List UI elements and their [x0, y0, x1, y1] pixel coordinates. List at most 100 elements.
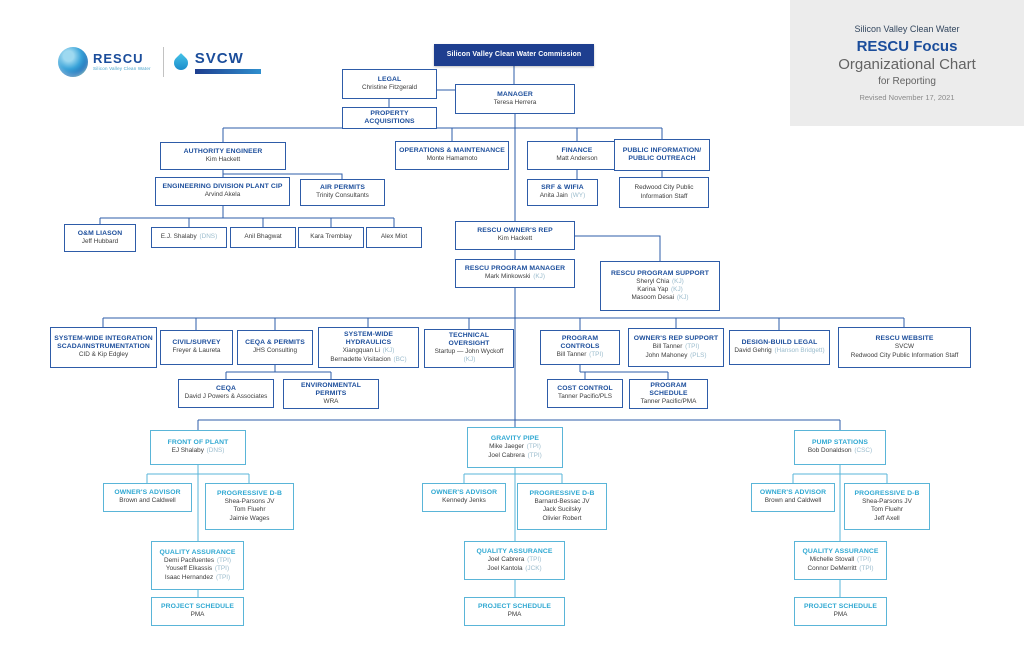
- box-title: QUALITY ASSURANCE: [802, 548, 879, 556]
- box-title: RESCU PROGRAM MANAGER: [464, 265, 566, 273]
- logo-divider: [162, 47, 164, 77]
- box-line: Sheryl Chia (KJ): [636, 277, 684, 285]
- om-liason-box: O&M LIASON Jeff Hubbard: [64, 224, 136, 252]
- box-title: QUALITY ASSURANCE: [159, 549, 236, 556]
- box-title: RESCU OWNER'S REP: [477, 227, 553, 235]
- box-line: Redwood City Public Information Staff: [634, 184, 694, 200]
- box-line: Trinity Consultants: [316, 192, 369, 200]
- info-chart-purpose: for Reporting: [878, 75, 936, 87]
- ceqa-permits-box: CEQA & PERMITS JHS Consulting: [237, 330, 313, 365]
- authority-engineer-box: AUTHORITY ENGINEER Kim Hackett: [160, 142, 286, 170]
- box-title: PROJECT SCHEDULE: [161, 603, 234, 611]
- rescu-program-support-box: RESCU PROGRAM SUPPORT Sheryl Chia (KJ)Ka…: [600, 261, 720, 311]
- box-line: Masoom Desai (KJ): [631, 294, 689, 302]
- box-lines: Trinity Consultants: [316, 192, 369, 200]
- box-line: Isaac Hernandez (TPI): [164, 573, 231, 581]
- box-title: ENVIRONMENTAL PERMITS: [300, 382, 362, 398]
- box-lines: Kara Tremblay: [310, 233, 352, 241]
- box-line: Redwood City Public Information Staff: [850, 351, 959, 359]
- box-line: PMA: [190, 611, 205, 619]
- box-title: PUBLIC INFORMATION/ PUBLIC OUTREACH: [622, 146, 702, 162]
- gp-project-schedule-box: PROJECT SCHEDULE PMA: [464, 597, 565, 626]
- ceqa-box: CEQA David J Powers & Associates: [178, 379, 274, 408]
- box-line: Bernadette Visitacion (BC): [330, 355, 407, 363]
- box-title: PROPERTY ACQUISITIONS: [364, 110, 415, 126]
- box-line: Bill Tanner (TPI): [652, 343, 700, 351]
- cost-control-box: COST CONTROL Tanner Pacific/PLS: [547, 379, 623, 408]
- legal-box: LEGAL Christine Fitzgerald: [342, 69, 437, 99]
- box-title: OWNER'S ADVISOR: [759, 489, 827, 497]
- box-lines: Matt Anderson: [556, 155, 597, 163]
- box-line: Brown and Caldwell: [764, 497, 822, 505]
- box-line: SVCW: [894, 343, 915, 351]
- svcw-logo-bar: [194, 68, 261, 74]
- box-title: MANAGER: [497, 90, 533, 98]
- box-line: Shea-Parsons JV: [224, 498, 275, 506]
- design-build-legal-box: DESIGN-BUILD LEGAL David Gehrig (Hanson …: [729, 330, 830, 365]
- box-line: Jeff Axell: [874, 514, 900, 522]
- box-lines: Monte Hamamoto: [427, 155, 478, 163]
- top-section-connectors: [99, 66, 663, 261]
- box-lines: Tanner Pacific/PLS: [558, 393, 612, 401]
- box-line: Connor DeMerritt (TPI): [807, 564, 874, 572]
- box-lines: PMA: [508, 611, 522, 619]
- box-title: PROGRESSIVE D-B: [854, 490, 920, 497]
- box-lines: Demi Pacifuentes (TPI)Youseff Elkassis (…: [164, 557, 231, 582]
- box-title: SRF & WIFIA: [541, 184, 584, 192]
- box-lines: Arvind Akela: [205, 191, 241, 199]
- box-title: LEGAL: [377, 75, 402, 83]
- box-lines: Brown and Caldwell: [765, 497, 821, 505]
- box-lines: Freyer & Laureta: [173, 347, 221, 355]
- box-lines: Jeff Hubbard: [82, 238, 118, 246]
- box-title: ENGINEERING DIVISION PLANT CIP: [162, 183, 283, 191]
- box-title: CEQA: [215, 385, 237, 393]
- box-title: AUTHORITY ENGINEER: [183, 147, 263, 155]
- box-lines: Redwood City Public Information Staff: [623, 184, 705, 201]
- box-title: QUALITY ASSURANCE: [476, 548, 553, 556]
- fop-owners-advisor-box: OWNER'S ADVISOR Brown and Caldwell: [103, 483, 192, 512]
- box-title: FRONT OF PLANT: [167, 439, 229, 447]
- box-line: David Gehrig (Hanson Bridgett): [734, 347, 825, 355]
- kara-tremblay-box: Kara Tremblay: [298, 227, 364, 248]
- environmental-permits-box: ENVIRONMENTAL PERMITS WRA: [283, 379, 379, 410]
- box-line: Jack Sucilsky: [542, 506, 582, 514]
- box-line: E.J. Shalaby (DNS): [160, 233, 218, 241]
- box-lines: David J Powers & Associates: [185, 393, 268, 401]
- box-lines: WRA: [324, 398, 339, 406]
- box-title: PROGRAM SCHEDULE: [649, 382, 688, 398]
- box-title: PROGRESSIVE D-B: [217, 490, 282, 497]
- rescu-globe-icon: [58, 47, 88, 77]
- box-lines: Bob Donaldson (CSC): [808, 447, 872, 455]
- box-lines: E.J. Shalaby (DNS): [161, 233, 217, 241]
- box-line: PMA: [833, 611, 848, 619]
- box-title: PROJECT SCHEDULE: [478, 603, 551, 611]
- ps-quality-assurance-box: QUALITY ASSURANCE Michelle Stovall (TPI)…: [794, 541, 887, 580]
- box-line: Shea-Parsons JV: [862, 498, 912, 506]
- civil-survey-box: CIVIL/SURVEY Freyer & Laureta: [160, 330, 233, 365]
- box-title: OWNER'S ADVISOR: [114, 489, 181, 497]
- rescu-logo-subtext: Silicon Valley Clean Water: [93, 66, 151, 72]
- ej-shalaby-box: E.J. Shalaby (DNS): [151, 227, 227, 248]
- commission-box: Silicon Valley Clean Water Commission: [434, 44, 594, 66]
- box-lines: Xiangquan Li (KJ)Bernadette Visitacion (…: [330, 347, 406, 364]
- fop-project-schedule-box: PROJECT SCHEDULE PMA: [151, 597, 244, 626]
- box-lines: Anita Jain (WY): [540, 192, 585, 200]
- box-line: Christine Fitzgerald: [361, 83, 418, 91]
- box-title: OPERATIONS & MAINTENANCE: [399, 147, 505, 155]
- box-title: SYSTEM-WIDE INTEGRATION SCADA/INSTRUMENT…: [54, 335, 153, 351]
- box-title: DESIGN-BUILD LEGAL: [741, 339, 818, 347]
- box-line: CID & Kip Edgley: [78, 351, 129, 359]
- box-line: Kara Tremblay: [310, 233, 352, 241]
- srf-wifia-box: SRF & WIFIA Anita Jain (WY): [527, 179, 598, 206]
- box-line: JHS Consulting: [252, 347, 298, 355]
- box-lines: Mark Minkowski (KJ): [485, 273, 545, 281]
- gp-quality-assurance-box: QUALITY ASSURANCE Joel Cabrera (TPI)Joel…: [464, 541, 565, 580]
- box-title: O&M LIASON: [77, 229, 123, 237]
- technical-oversight-box: TECHNICAL OVERSIGHT Startup — John Wycko…: [424, 329, 514, 368]
- public-information-box: PUBLIC INFORMATION/ PUBLIC OUTREACH: [614, 139, 710, 171]
